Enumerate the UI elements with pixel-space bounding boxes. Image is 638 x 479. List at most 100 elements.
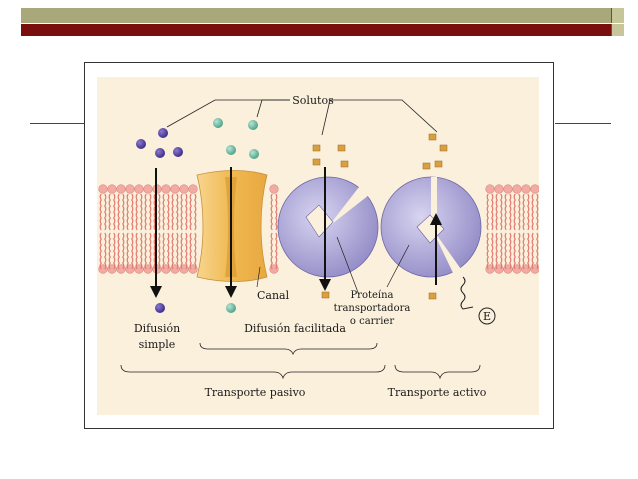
lipid-tail [135,232,138,270]
lipid-tail [518,193,521,231]
lipid-head [269,184,279,194]
lipid-tail [158,193,161,231]
lipid-head [143,184,153,194]
lipid-tail [189,232,192,270]
lipid-tail [504,193,507,231]
transporte-pasivo-label: Transporte pasivo [205,386,306,399]
difusion-simple-label-2: simple [139,338,176,351]
lipid-tail [108,193,111,231]
lipid-tail [167,232,170,270]
lipid-tail [522,232,525,270]
lipid-tail [117,193,120,231]
difusion-simple-label-1: Difusión [134,322,180,335]
lipid-tail [486,193,489,231]
solutos-leader-lines [166,99,438,136]
lipid-head [485,184,495,194]
lipid-tail [135,193,138,231]
lipid-tail [144,232,147,270]
lipid-tail [113,232,116,270]
facilitated-solutes [312,144,349,299]
lipid-tail [495,232,498,270]
lipid-tail [149,232,152,270]
lipid-tail [491,193,494,231]
title-bar-maroon [21,24,611,36]
lipid-head [188,184,198,194]
lipid-head [107,184,117,194]
lipid-head [512,184,522,194]
lipid-tail [180,232,183,270]
lipid-tail [126,193,129,231]
divider-line-left [30,123,84,124]
lipid-tail [486,232,489,270]
proteina-leader-2 [386,244,410,288]
lipid-head [98,184,108,194]
lipid-head [161,184,171,194]
lipid-tail [104,193,107,231]
canal-label: Canal [257,289,290,302]
transporte-activo-label: Transporte activo [388,386,487,399]
lipid-tail [270,193,273,231]
lipid-head [125,184,135,194]
lipid-tail [536,232,539,270]
lipid-tail [122,193,125,231]
lipid-head [530,184,539,194]
lipid-tail [185,232,188,270]
lipid-tail [500,232,503,270]
energy-squiggle [460,276,474,310]
lipid-tail [500,193,503,231]
lipid-tail [275,232,278,270]
lipid-tail [527,193,530,231]
lipid-tail [162,193,165,231]
lipid-tail [108,232,111,270]
divider-line-right [555,123,611,124]
lipid-head [179,184,189,194]
energy-label: E [483,310,491,323]
lipid-tail [113,193,116,231]
difusion-facilitada-brace [199,342,378,356]
lipid-tail [536,193,539,231]
lipid-tail [158,232,161,270]
lipid-tail [275,193,278,231]
title-bar-olive-end [611,8,624,23]
lipid-tail [117,232,120,270]
lipid-tail [194,193,197,231]
lipid-tail [167,193,170,231]
lipid-tail [126,232,129,270]
lipid-tail [149,193,152,231]
lipid-tail [531,232,534,270]
lipid-tail [171,193,174,231]
difusion-facilitada-label: Difusión facilitada [244,322,346,335]
lipid-tail [189,193,192,231]
lipid-tail [140,232,143,270]
lipid-tail [131,232,134,270]
transporte-activo-brace [394,364,481,380]
lipid-head [170,184,180,194]
lipid-tail [270,232,273,270]
lipid-tail [171,232,174,270]
lipid-tail [140,193,143,231]
lipid-tail [176,193,179,231]
lipid-tail [176,232,179,270]
lipid-tail [495,193,498,231]
proteina-leader-1 [336,236,360,296]
energy-circle [478,307,496,325]
lipid-tail [122,232,125,270]
proteina-label-2: transportadora [334,303,411,314]
lipid-tail [185,193,188,231]
lipid-tail [522,193,525,231]
lipid-tail [180,193,183,231]
lipid-tail [99,193,102,231]
lipid-tail [509,193,512,231]
solutos-label: Solutos [292,94,334,107]
lipid-tail [144,193,147,231]
lipid-head [134,184,144,194]
carrier-protein-active [380,176,482,278]
lipid-tail [513,193,516,231]
lipid-tail [504,232,507,270]
proteina-label-1: Proteína [350,290,393,301]
lipid-tail [513,232,516,270]
lipid-tail [531,193,534,231]
lipid-tail [131,193,134,231]
lipid-tail [104,232,107,270]
lipid-tail [99,232,102,270]
